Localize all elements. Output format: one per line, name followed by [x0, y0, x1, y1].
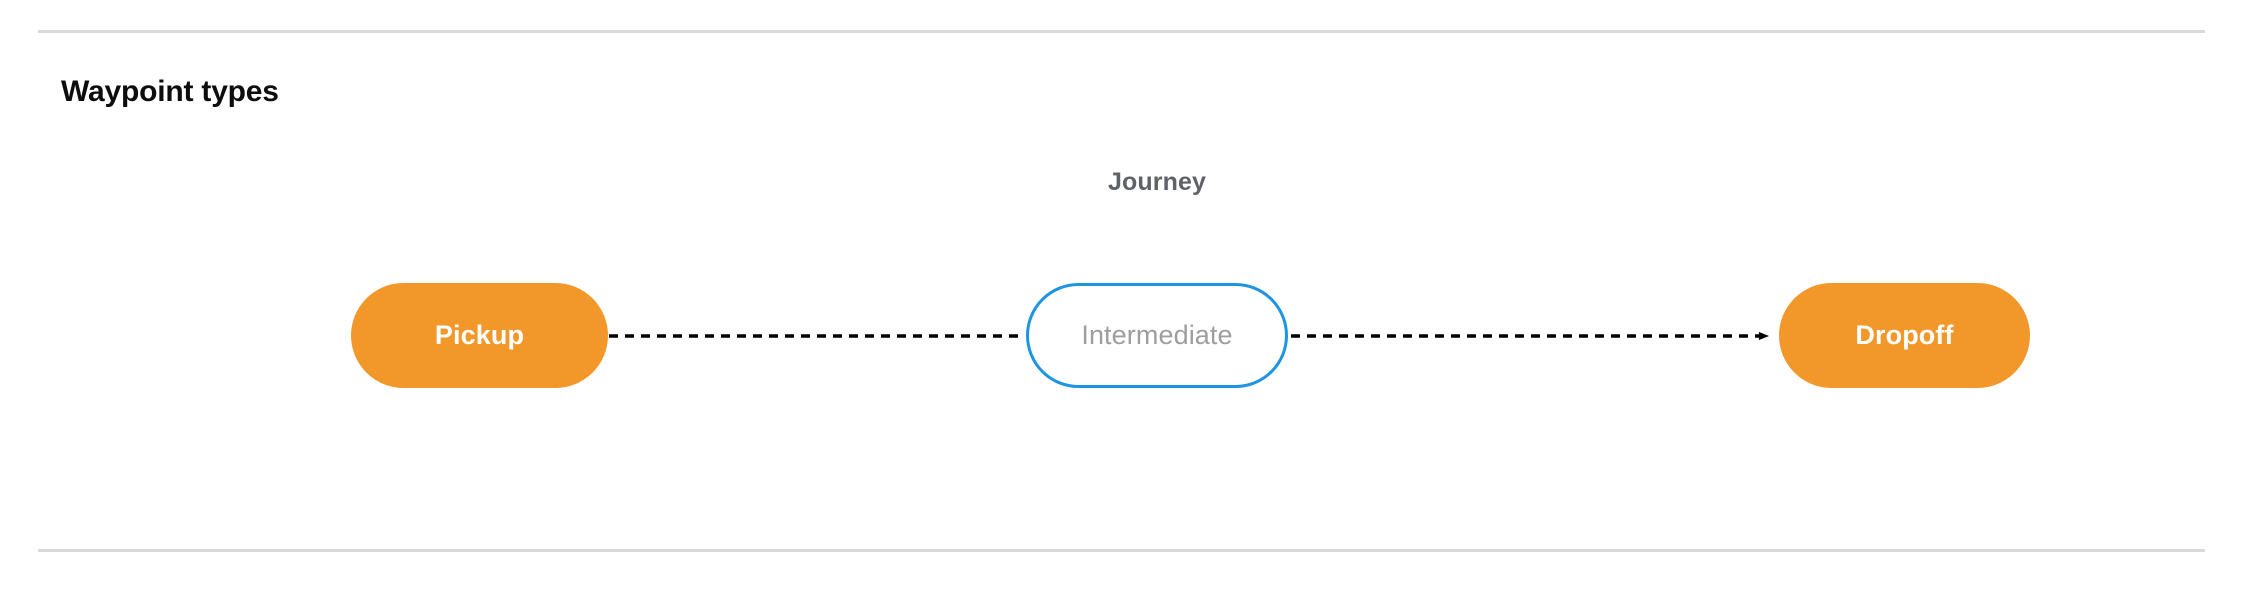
node-pickup-label: Pickup: [434, 320, 525, 350]
diagram-graph-label: Journey: [1108, 168, 1206, 196]
node-intermediate[interactable]: Intermediate: [1026, 283, 1288, 388]
node-dropoff[interactable]: Dropoff: [1779, 283, 2030, 388]
page-title: Waypoint types: [61, 75, 279, 108]
section-divider-top: [38, 30, 2205, 33]
node-pickup[interactable]: Pickup: [351, 283, 608, 388]
section-divider-bottom: [38, 549, 2205, 552]
node-dropoff-label: Dropoff: [1855, 320, 1954, 350]
node-intermediate-label: Intermediate: [1081, 320, 1233, 350]
